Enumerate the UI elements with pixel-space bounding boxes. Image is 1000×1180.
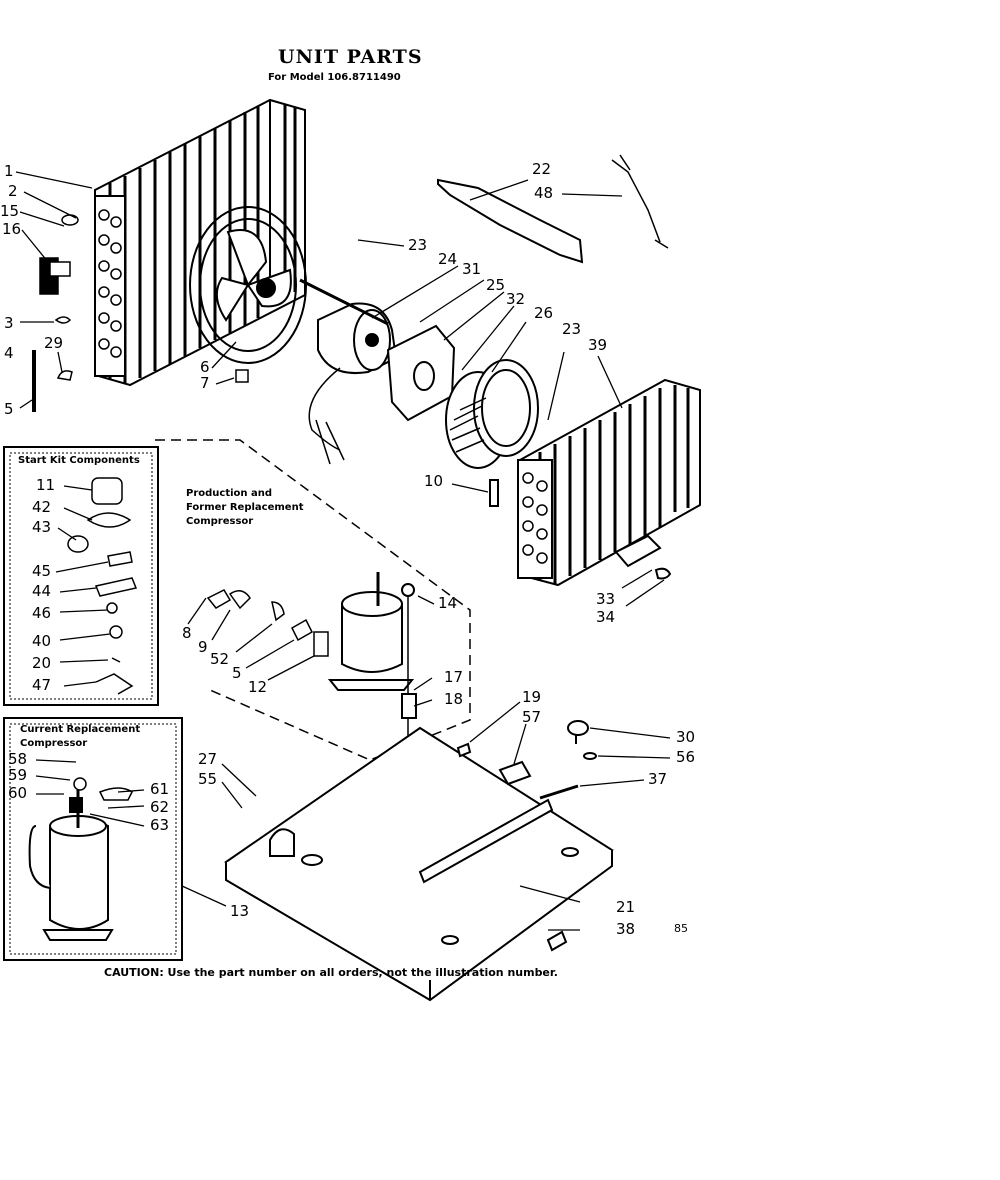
callout-34: 34 (596, 608, 616, 626)
callout-4: 4 (4, 344, 14, 362)
callout-55: 55 (198, 770, 218, 788)
callout-9: 9 (198, 638, 208, 656)
callout-15: 15 (0, 202, 20, 220)
callout-16: 16 (2, 220, 22, 238)
current-compressor-line-2: Compressor (20, 738, 88, 749)
callout-21: 21 (616, 898, 636, 916)
production-note-line-3: Compressor (186, 516, 254, 527)
callout-31: 31 (462, 260, 482, 278)
callout-47: 47 (32, 676, 52, 694)
callout-44: 44 (32, 582, 52, 600)
page-title: UNIT PARTS (278, 46, 423, 68)
callout-3: 3 (4, 314, 14, 332)
callout-39: 39 (588, 336, 608, 354)
blower-wheel (445, 359, 539, 469)
current-compressor (28, 777, 133, 941)
callout-23-top: 23 (408, 236, 428, 254)
callout-42: 42 (32, 498, 52, 516)
callout-22: 22 (532, 160, 552, 178)
callout-7: 7 (200, 374, 210, 392)
leader-lines (15, 171, 671, 931)
callout-37: 37 (648, 770, 668, 788)
start-kit-parts (67, 477, 138, 695)
fan-motor (299, 278, 398, 465)
callout-18: 18 (444, 690, 464, 708)
callout-5: 5 (4, 400, 14, 418)
callout-62: 62 (150, 798, 170, 816)
callout-12: 12 (248, 678, 268, 696)
callout-25: 25 (486, 276, 506, 294)
callout-27: 27 (198, 750, 218, 768)
callout-57: 57 (522, 708, 542, 726)
callout-32: 32 (506, 290, 526, 308)
callout-20: 20 (32, 654, 52, 672)
production-note-line-1: Production and (186, 488, 273, 499)
wire-harness (611, 154, 669, 249)
condenser-fan (189, 206, 307, 364)
callout-56: 56 (676, 748, 696, 766)
current-compressor-line-1: Current Replacement (20, 724, 141, 735)
model-subtitle: For Model 106.8711490 (268, 72, 401, 83)
small-parts-left (32, 214, 249, 412)
compressor-group-outline (155, 439, 471, 761)
callout-10: 10 (424, 472, 444, 490)
callout-5-compressor: 5 (232, 664, 242, 682)
callout-60: 60 (8, 784, 28, 802)
callout-61: 61 (150, 780, 170, 798)
diagram-code: 85 (674, 922, 688, 935)
callout-24: 24 (438, 250, 458, 268)
callout-19: 19 (522, 688, 542, 706)
production-note-line-2: Former Replacement (186, 502, 304, 513)
callout-40: 40 (32, 632, 52, 650)
callout-38: 38 (616, 920, 636, 938)
callout-43: 43 (32, 518, 52, 536)
callout-30: 30 (676, 728, 696, 746)
callout-48: 48 (534, 184, 554, 202)
callout-58: 58 (8, 750, 28, 768)
callout-17: 17 (444, 668, 464, 686)
compressor-production (206, 572, 417, 900)
mounting-bracket (437, 178, 584, 264)
callout-13: 13 (230, 902, 250, 920)
start-kit-title: Start Kit Components (18, 455, 140, 466)
callout-26: 26 (534, 304, 554, 322)
current-compressor-box (3, 717, 183, 961)
callout-29: 29 (44, 334, 64, 352)
callout-59: 59 (8, 766, 28, 784)
callout-14: 14 (438, 594, 458, 612)
callout-8: 8 (182, 624, 192, 642)
callout-46: 46 (32, 604, 52, 622)
caution-note: CAUTION: Use the part number on all orde… (104, 966, 558, 979)
callout-33: 33 (596, 590, 616, 608)
callout-45: 45 (32, 562, 52, 580)
callout-52: 52 (210, 650, 230, 668)
callout-63: 63 (150, 816, 170, 834)
callout-11: 11 (36, 476, 56, 494)
callout-1: 1 (4, 162, 14, 180)
callout-23-right: 23 (562, 320, 582, 338)
callout-2: 2 (8, 182, 18, 200)
base-pan (224, 726, 614, 1002)
evaporator-coil (489, 378, 701, 587)
start-kit-box (3, 446, 159, 706)
callout-6: 6 (200, 358, 210, 376)
